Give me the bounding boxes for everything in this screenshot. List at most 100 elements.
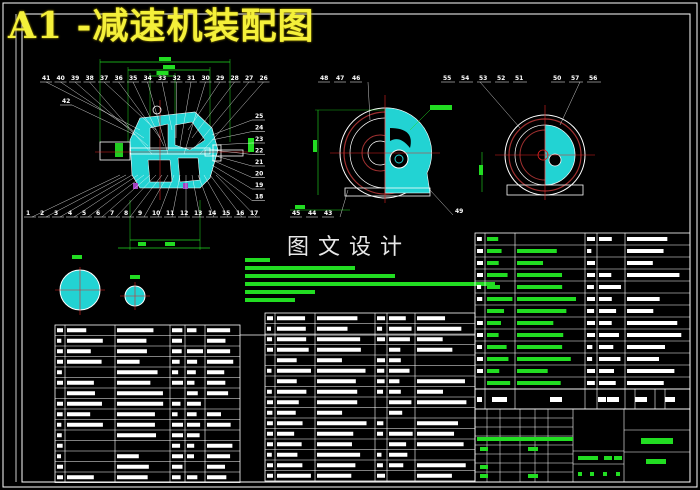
cell-text <box>587 309 594 313</box>
cell-text <box>267 474 273 478</box>
cell-text <box>277 432 294 436</box>
cell-text <box>477 237 482 241</box>
balloon-47: 47 <box>336 75 344 82</box>
title-block <box>475 409 690 482</box>
cell-text <box>117 475 148 479</box>
cell-text <box>417 316 445 320</box>
cell-text <box>317 348 361 352</box>
balloon-13: 13 <box>194 210 202 217</box>
cell-text <box>172 381 183 385</box>
rear-shaft-bore <box>549 154 561 166</box>
cell-text <box>117 339 146 343</box>
cell-text <box>57 423 61 427</box>
balloon-6: 6 <box>96 210 100 217</box>
balloon-50: 50 <box>553 75 561 82</box>
title-block-text <box>578 456 598 460</box>
cell-text <box>487 381 510 385</box>
cell-text <box>389 369 410 373</box>
cell-text <box>277 379 297 383</box>
balloon-32: 32 <box>173 75 181 82</box>
cell-text <box>267 421 273 425</box>
cell-text <box>267 400 273 404</box>
header-text <box>635 397 647 402</box>
dimension-text <box>165 242 175 246</box>
header-text <box>477 397 482 402</box>
cell-text <box>277 337 306 341</box>
cell-text <box>587 357 592 361</box>
section-label <box>72 255 82 259</box>
cell-text <box>317 442 352 446</box>
cell-text <box>172 370 178 374</box>
cell-text <box>477 321 483 325</box>
cell-text <box>277 453 297 457</box>
tech-note-line-3 <box>245 274 395 278</box>
cell-text <box>517 285 562 289</box>
cell-text <box>599 381 616 385</box>
cell-text <box>417 432 454 436</box>
cell-text <box>267 337 272 341</box>
cell-text <box>172 412 178 416</box>
balloon-39: 39 <box>71 75 79 82</box>
cell-text <box>599 369 614 373</box>
cell-text <box>57 402 63 406</box>
cell-text <box>377 463 383 467</box>
balloon-43: 43 <box>324 210 332 217</box>
header-text <box>492 397 507 402</box>
tech-note-line-2 <box>245 266 355 270</box>
cell-text <box>187 423 200 427</box>
cell-text <box>627 345 665 349</box>
cell-text <box>187 328 196 332</box>
cell-text <box>517 249 557 253</box>
cell-text <box>517 261 543 265</box>
cell-text <box>477 345 482 349</box>
cell-text <box>207 475 226 479</box>
foot-bolt <box>183 183 188 189</box>
cell-text <box>187 402 201 406</box>
balloon-7: 7 <box>110 210 114 217</box>
cell-text <box>57 328 63 332</box>
balloon-27: 27 <box>245 75 253 82</box>
balloon-29: 29 <box>216 75 224 82</box>
cell-text <box>172 328 182 332</box>
cell-text <box>317 474 351 478</box>
section-label <box>130 275 140 279</box>
balloon-52: 52 <box>497 75 505 82</box>
tech-note-line-6 <box>245 298 295 302</box>
cell-text <box>67 360 102 364</box>
cell-text <box>317 379 356 383</box>
tech-note-line-4 <box>245 282 495 286</box>
cell-text <box>377 421 383 425</box>
title-block-text <box>480 447 488 451</box>
cell-text <box>117 349 147 353</box>
cell-text <box>67 381 94 385</box>
cell-text <box>587 345 592 349</box>
title-block-text <box>604 456 612 460</box>
cell-text <box>389 379 399 383</box>
header-text <box>550 397 562 402</box>
cell-text <box>187 370 196 374</box>
cell-text <box>67 349 91 353</box>
dimension-text <box>159 57 171 61</box>
cell-text <box>207 349 230 353</box>
balloon-1: 1 <box>26 210 30 217</box>
cell-text <box>389 348 400 352</box>
parts-list-header <box>475 389 690 409</box>
leader-line <box>560 82 580 125</box>
title-block-text <box>614 456 622 460</box>
balloon-48: 48 <box>320 75 328 82</box>
cell-text <box>187 444 194 448</box>
cell-text <box>389 316 406 320</box>
balloon-3: 3 <box>54 210 58 217</box>
cell-text <box>417 379 465 383</box>
header-text <box>607 397 619 402</box>
cell-text <box>517 357 571 361</box>
cell-text <box>627 309 653 313</box>
cell-text <box>599 273 611 277</box>
balloon-17: 17 <box>250 210 258 217</box>
cell-text <box>207 339 225 343</box>
cell-text <box>517 369 548 373</box>
cell-text <box>599 333 619 337</box>
cell-text <box>417 442 464 446</box>
cell-text <box>599 237 612 241</box>
